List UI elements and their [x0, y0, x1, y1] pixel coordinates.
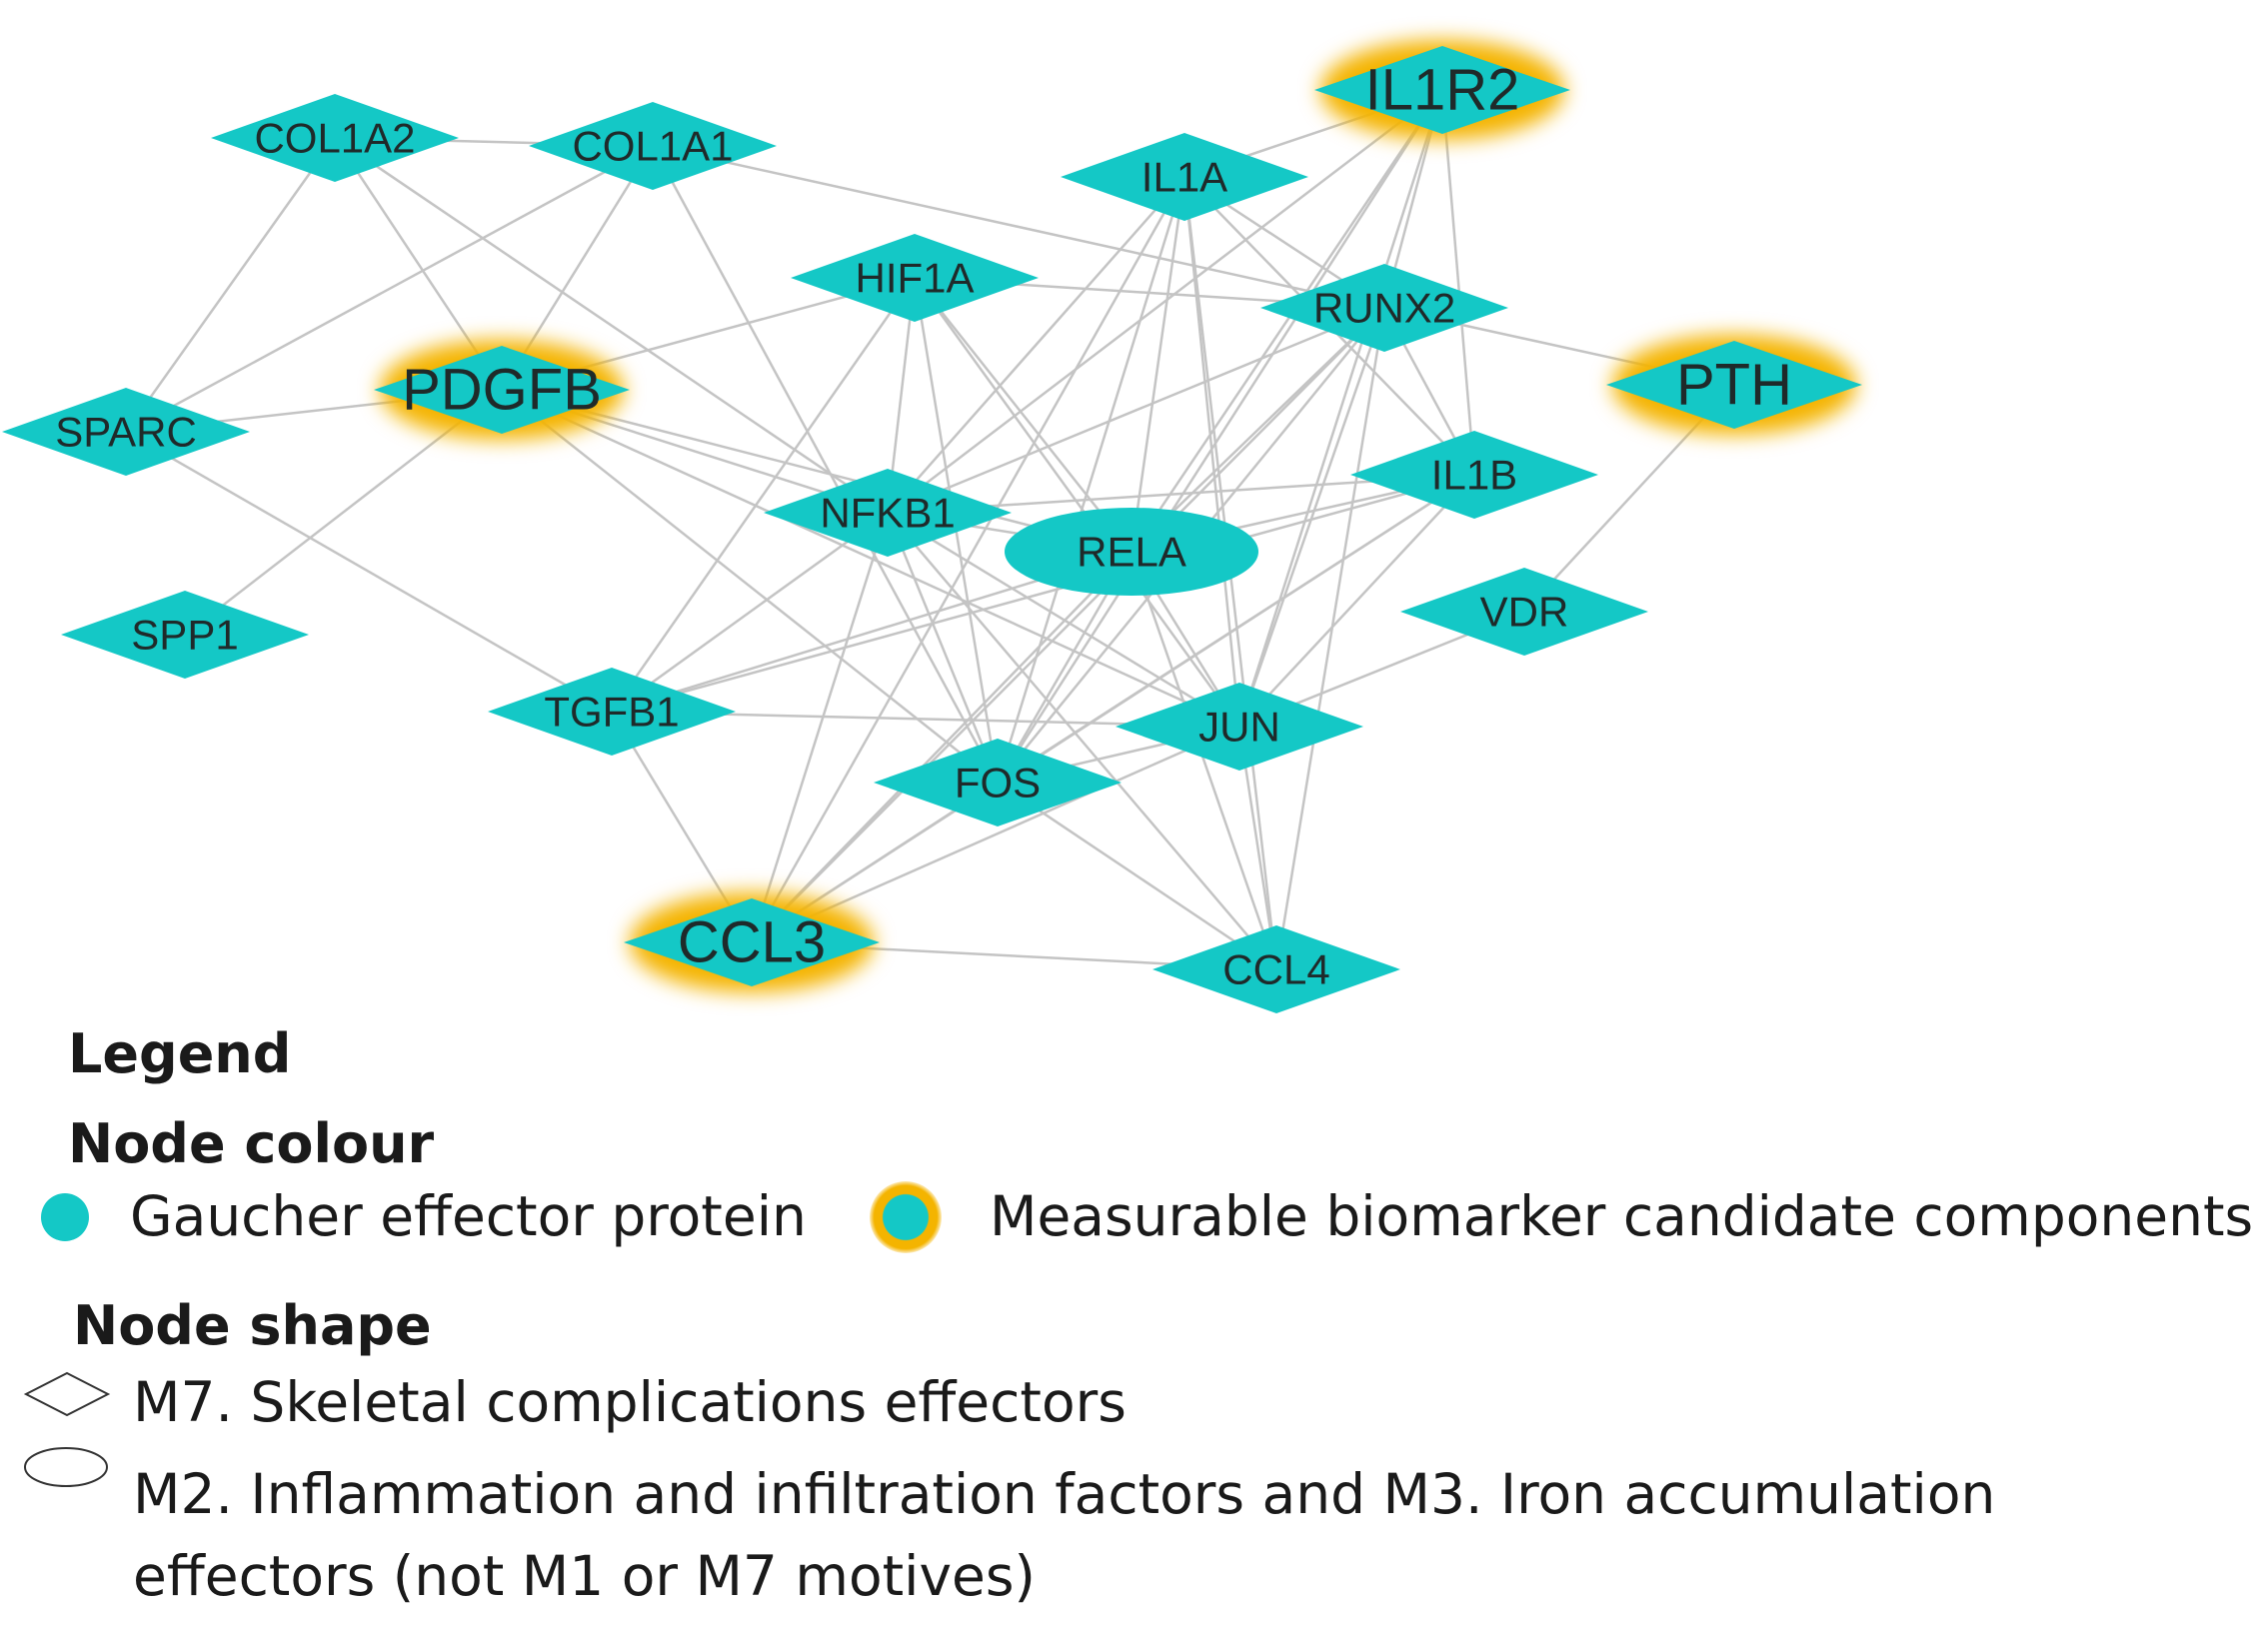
node-shape-diamond: [211, 94, 459, 182]
edge-il1a-nfkb1: [887, 176, 1185, 514]
node-shape-diamond: [1606, 341, 1862, 429]
node-ccl4: CCL4: [1152, 925, 1400, 1013]
node-label: NFKB1: [820, 490, 955, 537]
edge-il1a-ccl3: [750, 176, 1186, 943]
edge-il1r2-fos: [996, 89, 1444, 784]
node-label: SPARC: [55, 409, 197, 456]
edge-hif1a-jun: [913, 277, 1241, 728]
node-jun: JUN: [1116, 683, 1363, 771]
node-label: CCL3: [678, 910, 826, 975]
node-label: RELA: [1077, 529, 1186, 576]
node-il1b: IL1B: [1350, 431, 1598, 519]
node-nfkb1: NFKB1: [764, 469, 1012, 557]
edge-il1a-jun: [1182, 176, 1241, 728]
node-shape-diamond: [1116, 683, 1363, 771]
node-pdgfb: PDGFB: [374, 340, 630, 440]
edge-il1b-tgfb1: [611, 473, 1475, 714]
node-label: IL1A: [1141, 154, 1227, 201]
node-label: SPP1: [131, 612, 238, 659]
node-ccl3: CCL3: [624, 892, 880, 992]
node-label: HIF1A: [855, 255, 974, 302]
node-shape-diamond: [1400, 568, 1648, 656]
edge-rela-ccl4: [1130, 551, 1278, 970]
node-shape-diamond: [874, 739, 1122, 826]
edge-hif1a-rela: [914, 277, 1133, 553]
edge-rela-ccl3: [751, 551, 1133, 943]
node-label: VDR: [1480, 589, 1569, 636]
node-col1a2: COL1A2: [211, 94, 459, 182]
node-shape-diamond: [1152, 925, 1400, 1013]
edge-nfkb1-fos: [886, 512, 1000, 784]
node-label: COL1A1: [572, 123, 733, 170]
node-shape-diamond: [61, 591, 309, 679]
node-shape-ellipse: [1005, 508, 1258, 596]
node-label: TGFB1: [544, 689, 679, 736]
edge-runx2-nfkb1: [887, 306, 1385, 515]
edge-fos-ccl4: [997, 781, 1277, 971]
node-hif1a: HIF1A: [791, 234, 1039, 322]
node-label: COL1A2: [254, 115, 415, 162]
node-runx2: RUNX2: [1260, 264, 1508, 352]
edge-pdgfb-jun: [501, 388, 1240, 729]
node-shape-diamond: [764, 469, 1012, 557]
edge-col1a1-fos: [651, 145, 1000, 784]
edge-sparc-tgfb1: [125, 430, 613, 714]
node-il1a: IL1A: [1061, 133, 1308, 221]
node-label: IL1B: [1431, 452, 1517, 499]
node-shape-diamond: [624, 898, 880, 986]
node-label: RUNX2: [1313, 285, 1455, 332]
edge-pdgfb-fos: [501, 389, 999, 784]
node-shape-diamond: [1350, 431, 1598, 519]
node-label: PDGFB: [402, 358, 602, 423]
edge-il1r2-il1b: [1440, 89, 1476, 476]
node-label: FOS: [955, 760, 1041, 807]
edge-il1r2-nfkb1: [887, 89, 1443, 514]
node-spp1: SPP1: [61, 591, 309, 679]
node-shape-diamond: [1314, 46, 1570, 134]
edge-runx2-jun: [1237, 307, 1386, 728]
edge-nfkb1-ccl4: [887, 512, 1277, 970]
edge-col1a2-sparc: [124, 137, 337, 433]
edge-nfkb1-ccl3: [750, 512, 890, 943]
node-fos: FOS: [874, 739, 1122, 826]
edge-hif1a-tgfb1: [610, 277, 917, 713]
node-vdr: VDR: [1400, 568, 1648, 656]
edge-il1a-rela: [1130, 176, 1186, 553]
edge-runx2-ccl3: [751, 307, 1385, 943]
node-tgfb1: TGFB1: [488, 668, 736, 756]
node-sparc: SPARC: [2, 388, 250, 476]
node-rela: RELA: [1005, 508, 1258, 596]
edge-nfkb1-tgfb1: [611, 511, 889, 714]
edge-il1r2-jun: [1237, 89, 1444, 728]
edge-runx2-ccl4: [1274, 307, 1386, 970]
edge-col1a1-runx2: [652, 144, 1385, 310]
node-shape-diamond: [529, 102, 777, 190]
node-shape-diamond: [374, 346, 630, 434]
edge-il1r2-rela: [1130, 89, 1444, 553]
edge-col1a1-sparc: [125, 144, 654, 434]
node-shape-diamond: [488, 668, 736, 756]
edge-col1a2-nfkb1: [334, 136, 889, 515]
node-label: IL1R2: [1365, 58, 1520, 123]
node-shape-diamond: [1061, 133, 1308, 221]
edge-il1b-jun: [1238, 474, 1475, 728]
node-label: PTH: [1676, 353, 1792, 418]
node-shape-diamond: [791, 234, 1039, 322]
node-label: JUN: [1198, 704, 1280, 751]
node-shape-diamond: [2, 388, 250, 476]
edge-il1a-fos: [996, 176, 1186, 784]
node-il1r2: IL1R2: [1314, 40, 1570, 140]
edge-pdgfb-rela: [501, 388, 1133, 554]
node-pth: PTH: [1606, 335, 1862, 435]
node-label: CCL4: [1222, 946, 1329, 993]
node-col1a1: COL1A1: [529, 102, 777, 190]
node-shape-diamond: [1260, 264, 1508, 352]
